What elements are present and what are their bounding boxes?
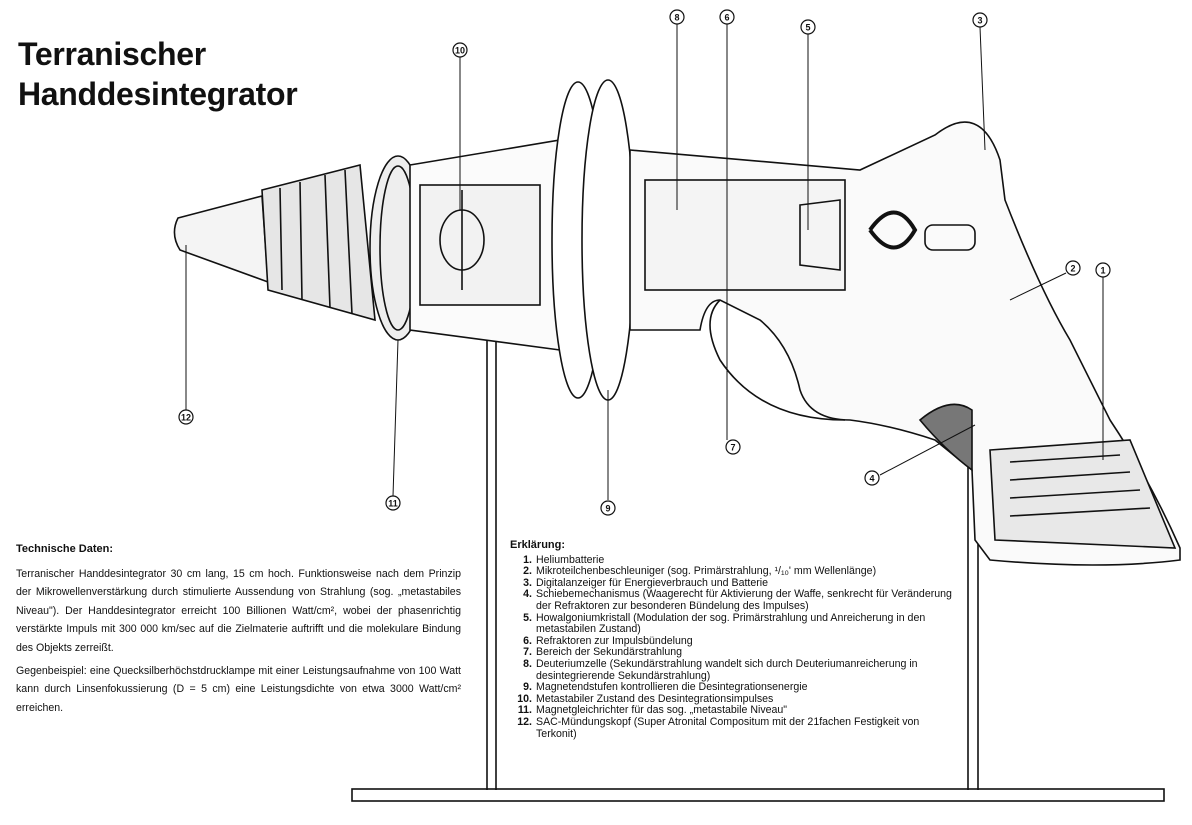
legend-item: 9. Magnetendstufen kontrollieren die Desi… xyxy=(510,682,960,694)
callout-12: 12 xyxy=(178,409,194,425)
svg-text:12: 12 xyxy=(181,413,191,423)
svg-text:11: 11 xyxy=(388,499,398,509)
legend-heading: Erklärung: xyxy=(510,539,566,551)
legend-item-text: Metastabiler Zustand des Desintegrations… xyxy=(536,692,774,705)
legend-item: 6. Refraktoren zur Impulsbündelung xyxy=(510,634,960,648)
svg-text:5: 5 xyxy=(805,23,810,33)
legend-item-number: 5. xyxy=(523,611,532,624)
legend-item-number: 3. xyxy=(523,576,532,589)
svg-text:1: 1 xyxy=(1100,266,1105,276)
legend-item-text: Refraktoren zur Impulsbündelung xyxy=(536,634,693,647)
legend-item: 11. Magnetgleichrichter für das sog. „met… xyxy=(510,705,960,717)
legend-item-number: 2. xyxy=(523,565,532,578)
svg-text:2: 2 xyxy=(1070,264,1075,274)
svg-text:3: 3 xyxy=(977,16,982,26)
callout-8: 8 xyxy=(669,9,685,25)
legend-item: 3. Digitalanzeiger für Energieverbrauch u… xyxy=(510,576,960,590)
callout-2: 2 xyxy=(1065,260,1081,276)
legend-item: 1. Heliumbatterie xyxy=(510,553,960,567)
svg-text:4: 4 xyxy=(869,474,874,484)
legend-item-text: Bereich der Sekundärstrahlung xyxy=(536,646,683,659)
legend-item-text: Howalgoniumkristall (Modulation der sog.… xyxy=(536,611,926,636)
legend-item-text: Heliumbatterie xyxy=(536,553,605,566)
callout-1: 1 xyxy=(1095,262,1111,278)
svg-text:6: 6 xyxy=(724,13,729,23)
legend-item-number: 12. xyxy=(517,715,532,728)
legend: Erklärung: 1. Heliumbatterie 2. Mikroteilch… xyxy=(510,539,960,741)
callout-5: 5 xyxy=(800,19,816,35)
callout-9: 9 xyxy=(600,500,616,516)
svg-text:10: 10 xyxy=(455,46,465,56)
legend-item-number: 9. xyxy=(523,681,532,694)
legend-item-text: Mikroteilchenbeschleuniger (sog. Primärs… xyxy=(536,565,877,578)
callout-6: 6 xyxy=(719,9,735,25)
title-line-2: Handdesintegrator xyxy=(18,76,298,112)
technical-data: Technische Daten: Terranischer Handdesin… xyxy=(16,540,461,721)
legend-item-number: 10. xyxy=(517,692,532,705)
callout-3: 3 xyxy=(972,12,988,28)
svg-text:8: 8 xyxy=(674,13,679,23)
legend-item: 5. Howalgoniumkristall (Modulation der so… xyxy=(510,611,960,636)
legend-item: 10. Metastabiler Zustand des Desintegrati… xyxy=(510,692,960,706)
legend-item: 4. Schiebemechanismus (Waagerecht für Akt… xyxy=(510,589,960,612)
legend-item-text: Magnetgleichrichter für das sog. „metast… xyxy=(536,704,788,717)
title-line-1: Terranischer xyxy=(18,36,206,72)
legend-list: 1. Heliumbatterie 2. Mikroteilchenbeschleun… xyxy=(510,553,960,741)
legend-item-text: SAC-Mündungskopf (Super Atronital Compos… xyxy=(536,715,920,740)
legend-item-number: 8. xyxy=(523,657,532,670)
legend-item-text: Digitalanzeiger für Energieverbrauch und… xyxy=(536,576,769,589)
legend-item-number: 7. xyxy=(523,646,532,659)
legend-item-number: 11. xyxy=(517,704,532,717)
legend-item: 7. Bereich der Sekundärstrahlung xyxy=(510,647,960,659)
legend-item-text: Deuteriumzelle (Sekundärstrahlung wandel… xyxy=(536,657,918,682)
legend-item: 2. Mikroteilchenbeschleuniger (sog. Primä… xyxy=(510,566,960,578)
svg-text:7: 7 xyxy=(730,443,735,453)
legend-item-number: 1. xyxy=(523,553,532,566)
legend-item: 12. SAC-Mündungskopf (Super Atronital Com… xyxy=(510,715,960,740)
callout-7: 7 xyxy=(725,439,741,455)
callout-4: 4 xyxy=(864,470,880,486)
legend-item: 8. Deuteriumzelle (Sekundärstrahlung wand… xyxy=(510,657,960,682)
legend-item-text: Schiebemechanismus (Waagerecht für Aktiv… xyxy=(536,588,952,612)
legend-item-number: 6. xyxy=(523,634,532,647)
technical-data-paragraph: Terranischer Handdesintegrator 30 cm lan… xyxy=(16,567,461,654)
legend-item-text: Magnetendstufen kontrollieren die Desint… xyxy=(536,681,808,694)
callout-11: 11 xyxy=(385,495,401,511)
technical-data-heading: Technische Daten: xyxy=(16,543,113,555)
legend-item-number: 4. xyxy=(523,588,532,601)
svg-text:9: 9 xyxy=(605,504,610,514)
callout-10: 10 xyxy=(452,42,468,58)
muzzle-head xyxy=(173,194,269,284)
counter-example-paragraph: Gegenbeispiel: eine Quecksilberhöchstdru… xyxy=(16,664,461,714)
page-title: Terranischer Handdesintegrator xyxy=(18,34,298,114)
